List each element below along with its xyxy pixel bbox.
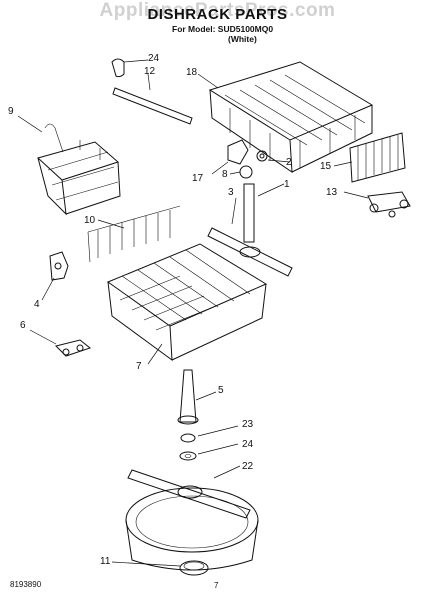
- mount-pieces-part: [211, 139, 291, 179]
- roller-assembly-part: [29, 329, 92, 357]
- filter-ring-part: [111, 560, 209, 576]
- washers-part: [179, 425, 239, 461]
- upper-spray-arm-part: [207, 183, 293, 277]
- model-line: For Model: SUD5100MQ0: [172, 24, 274, 34]
- color-line: (White): [228, 34, 257, 44]
- track-bar-part: [111, 58, 193, 125]
- callout-8: 8: [222, 169, 228, 180]
- rack-clip-part: [41, 251, 69, 301]
- upper-rack-part: [197, 61, 374, 173]
- callout-9: 9: [8, 106, 14, 117]
- callout-1: 1: [284, 179, 290, 190]
- doc-number: 8193890: [10, 580, 42, 589]
- page-number: 7: [214, 581, 219, 590]
- callout-6: 6: [20, 320, 26, 331]
- lower-rack-part: [106, 243, 268, 365]
- callout-12: 12: [144, 66, 156, 77]
- callout-5: 5: [218, 385, 224, 396]
- silverware-basket-part: [17, 115, 121, 216]
- tine-row-part: [333, 132, 406, 183]
- callout-7: 7: [136, 361, 142, 372]
- lower-spray-arm-part: [125, 465, 259, 571]
- callout-3: 3: [228, 187, 234, 198]
- callout-10: 10: [84, 215, 96, 226]
- callout-18: 18: [186, 67, 198, 78]
- callout-4: 4: [34, 299, 40, 310]
- wash-tube-part: [177, 369, 217, 425]
- callout-17: 17: [192, 173, 204, 184]
- callout-24: 24: [242, 439, 254, 450]
- tine-row-lower-part: [87, 205, 181, 263]
- watermark: AppliancePartsPros.com: [99, 0, 336, 21]
- callout-13: 24: [148, 53, 160, 64]
- roller-clip-part: [343, 191, 411, 218]
- callout-22: 22: [242, 461, 254, 472]
- callout-11: 11: [100, 556, 111, 567]
- callout-2: 2: [286, 157, 292, 168]
- callout-15: 15: [320, 161, 332, 172]
- callout-23: 23: [242, 419, 254, 430]
- callout-14: 13: [326, 187, 338, 198]
- page-title: DISHRACK PARTS: [147, 6, 288, 23]
